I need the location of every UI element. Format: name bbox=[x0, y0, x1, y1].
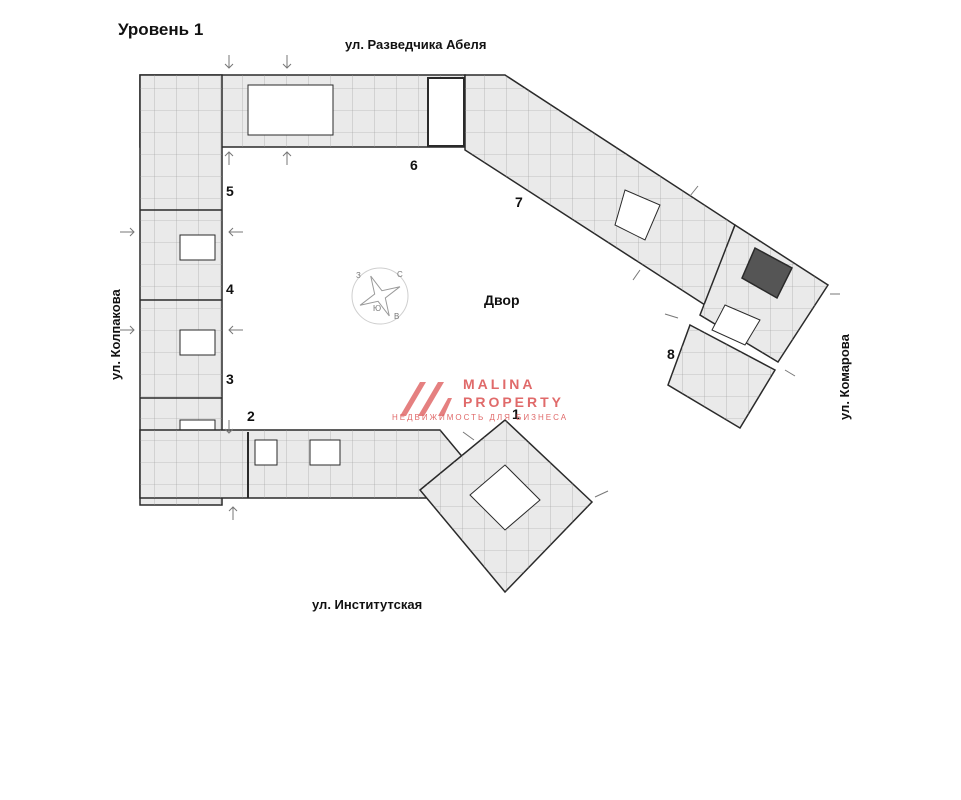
compass-east: В bbox=[394, 312, 400, 321]
section-number-4[interactable]: 4 bbox=[226, 281, 234, 297]
building-section-8 bbox=[667, 323, 777, 430]
section-number-2[interactable]: 2 bbox=[247, 408, 255, 424]
compass-rose bbox=[351, 267, 409, 325]
compass-north: С bbox=[397, 270, 403, 279]
entrance-arrows bbox=[120, 55, 840, 520]
section-number-6[interactable]: 6 bbox=[410, 157, 418, 173]
watermark-line1: MALINA bbox=[463, 376, 536, 392]
watermark-logo bbox=[400, 382, 452, 416]
compass-south: Ю bbox=[373, 304, 382, 313]
section-number-7[interactable]: 7 bbox=[515, 194, 523, 210]
building-section-1 bbox=[418, 419, 594, 594]
watermark-line2: PROPERTY bbox=[463, 394, 565, 410]
street-label-right: ул. Комарова bbox=[837, 334, 852, 420]
section-number-8[interactable]: 8 bbox=[667, 346, 675, 362]
courtyard-label: Двор bbox=[484, 292, 520, 308]
section-number-3[interactable]: 3 bbox=[226, 371, 234, 387]
selected-unit[interactable] bbox=[741, 246, 793, 300]
street-label-bottom: ул. Институтская bbox=[312, 597, 423, 612]
page-title: Уровень 1 bbox=[118, 20, 204, 39]
section-number-5[interactable]: 5 bbox=[226, 183, 234, 199]
building-wing-east bbox=[699, 223, 830, 364]
street-label-top: ул. Разведчика Абеля bbox=[345, 37, 487, 52]
watermark-tagline: НЕДВИЖИМОСТЬ ДЛЯ БИЗНЕСА bbox=[392, 413, 569, 422]
compass-west: З bbox=[356, 271, 361, 280]
building-wing-bottom bbox=[139, 429, 466, 499]
section-number-1[interactable]: 1 bbox=[512, 406, 520, 422]
street-label-left: ул. Колпакова bbox=[108, 289, 123, 380]
building-wing-diagonal bbox=[464, 74, 736, 307]
